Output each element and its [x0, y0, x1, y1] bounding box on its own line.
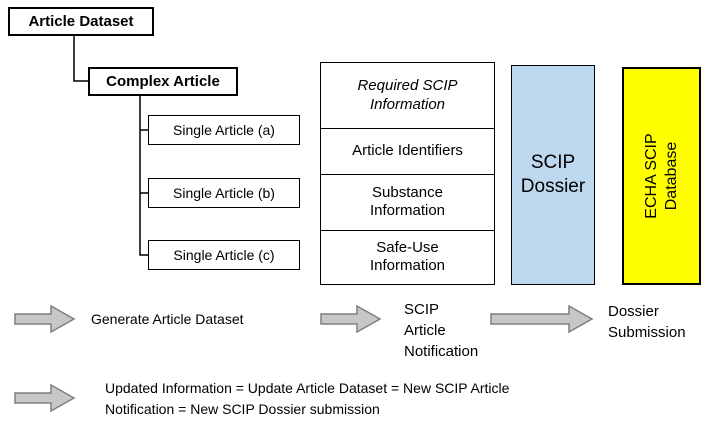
scip-notification-arrow-icon: [320, 304, 382, 334]
info-row-substance-information: Substance Information: [321, 174, 494, 230]
scip-dossier-box: SCIP Dossier: [511, 65, 595, 285]
dossier-submission-arrow-icon: [490, 304, 594, 334]
single-article-a-box: Single Article (a): [148, 115, 300, 145]
complex-article-box: Complex Article: [88, 67, 238, 96]
scip-article-notification-label: SCIP Article Notification: [404, 301, 479, 360]
update-information-note: Updated Information = Update Article Dat…: [105, 380, 510, 417]
dossier-submission-label: Dossier Submission: [608, 303, 686, 341]
scip-info-panel: Required SCIP Information Article Identi…: [320, 62, 495, 285]
info-panel-header: Required SCIP Information: [357, 76, 458, 113]
echa-scip-database-label: ECHA SCIP Database: [642, 133, 680, 219]
generate-article-dataset-label: Generate Article Dataset: [91, 311, 244, 327]
echa-scip-database-box: ECHA SCIP Database: [622, 67, 701, 285]
info-row-article-identifiers: Article Identifiers: [321, 128, 494, 174]
article-dataset-box: Article Dataset: [8, 7, 154, 36]
single-article-c-box: Single Article (c): [148, 240, 300, 270]
info-row-safe-use-information: Safe-Use Information: [321, 229, 494, 285]
single-article-b-box: Single Article (b): [148, 178, 300, 208]
update-cycle-arrow-icon: [14, 383, 76, 413]
generate-dataset-arrow-icon: [14, 304, 76, 334]
